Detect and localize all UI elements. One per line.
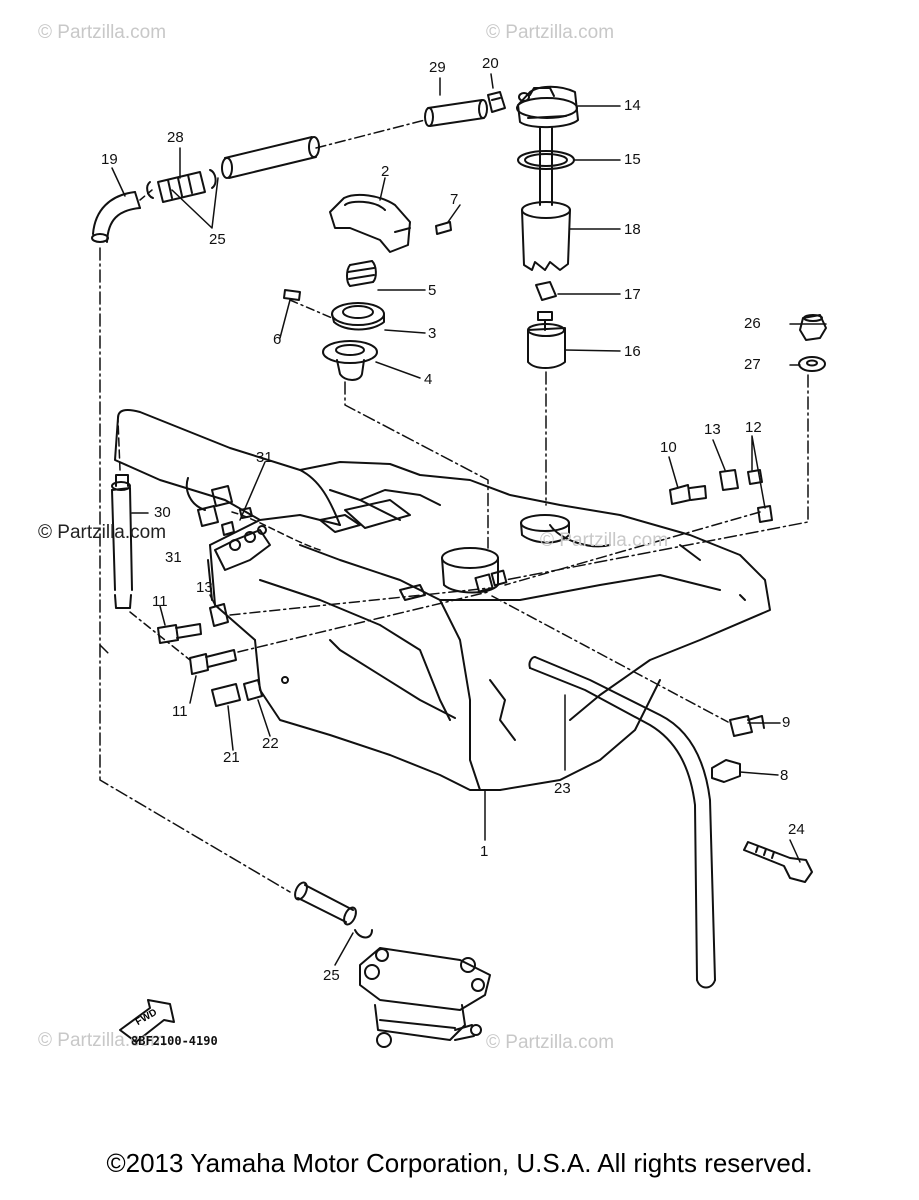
nut-17 [535, 281, 557, 301]
pin-7 [435, 221, 452, 235]
leader-lines [99, 73, 827, 966]
clip-22 [243, 679, 263, 701]
callout-20: 20 [482, 55, 499, 72]
watermark-top-center: © Partzilla.com [486, 22, 615, 43]
clip-10 [669, 484, 707, 505]
callout-15: 15 [624, 151, 641, 168]
callout-27: 27 [744, 356, 761, 373]
callout-11-upper: 11 [152, 593, 168, 610]
hose-29 [424, 99, 488, 127]
callout-25-upper: 25 [209, 231, 226, 248]
watermark-bottom-center: © Partzilla.com [486, 1032, 615, 1053]
callout-6: 6 [273, 331, 282, 348]
callout-16: 16 [624, 343, 641, 360]
callout-26: 26 [744, 315, 761, 332]
damper-8 [711, 759, 741, 783]
callout-4: 4 [424, 371, 433, 388]
nut-26 [799, 314, 827, 341]
sender-16 [527, 311, 566, 369]
callout-13-right: 13 [704, 421, 721, 438]
bolt-11-lower [189, 649, 237, 675]
nut-13-right [719, 469, 739, 491]
seat-4 [322, 340, 378, 381]
callout-8: 8 [780, 767, 789, 784]
watermark-bottom-left: © Partzilla.com [38, 1030, 167, 1051]
hose-lower [294, 881, 373, 939]
callout-18: 18 [624, 221, 641, 238]
watermark-mid-left: © Partzilla.com [38, 522, 167, 543]
spring-5 [346, 260, 377, 287]
fuel-pump [359, 947, 491, 1048]
cap-2 [329, 193, 411, 253]
callout-1: 1 [480, 843, 489, 860]
copyright-notice: ©2013 Yamaha Motor Corporation, U.S.A. A… [106, 1148, 813, 1178]
joint-28 [146, 169, 217, 203]
callout-30: 30 [154, 504, 171, 521]
callout-31-upper: 31 [256, 449, 273, 466]
drawing-code: 8BF2100-4190 [131, 1034, 218, 1048]
callout-14: 14 [624, 97, 641, 114]
hose-19 [91, 191, 141, 243]
bolt-11-upper [157, 623, 202, 644]
fuel-cock-14 [516, 85, 579, 129]
callout-11-lower: 11 [172, 703, 188, 720]
callout-5: 5 [428, 282, 437, 299]
callout-19: 19 [101, 151, 118, 168]
callout-2: 2 [381, 163, 390, 180]
filter-18 [521, 201, 571, 271]
callout-31-lower: 31 [165, 549, 182, 566]
callout-3: 3 [428, 325, 437, 342]
vent-pipe [528, 656, 716, 989]
callout-13-left: 13 [196, 579, 213, 596]
callout-24: 24 [788, 821, 805, 838]
washer-31 [185, 477, 253, 536]
callout-28: 28 [167, 129, 184, 146]
fuel-tank [114, 409, 771, 791]
callout-12: 12 [745, 419, 762, 436]
cock-stem [539, 127, 553, 206]
clip-9 [729, 715, 765, 737]
clip-12 [747, 469, 773, 523]
pin-6 [283, 289, 301, 301]
callout-17: 17 [624, 286, 641, 303]
hose-upper [221, 136, 320, 179]
damper-21 [211, 683, 241, 707]
clamp-20 [487, 91, 506, 113]
callout-29: 29 [429, 59, 446, 76]
watermark-mid-center: © Partzilla.com [540, 530, 669, 551]
callout-21: 21 [223, 749, 240, 766]
o-ring-15 [517, 150, 575, 170]
callout-9: 9 [782, 714, 791, 731]
washer-27 [798, 356, 826, 372]
bolt-24 [743, 841, 813, 883]
hose-30 [111, 474, 133, 609]
callout-25-lower: 25 [323, 967, 340, 984]
callout-10: 10 [660, 439, 677, 456]
collar-13-left [209, 603, 229, 627]
gasket-3 [331, 302, 385, 331]
callout-23: 23 [554, 780, 571, 797]
watermark-top-left: © Partzilla.com [38, 22, 167, 43]
callout-22: 22 [262, 735, 279, 752]
callout-7: 7 [450, 191, 459, 208]
fwd-arrow [119, 999, 175, 1043]
